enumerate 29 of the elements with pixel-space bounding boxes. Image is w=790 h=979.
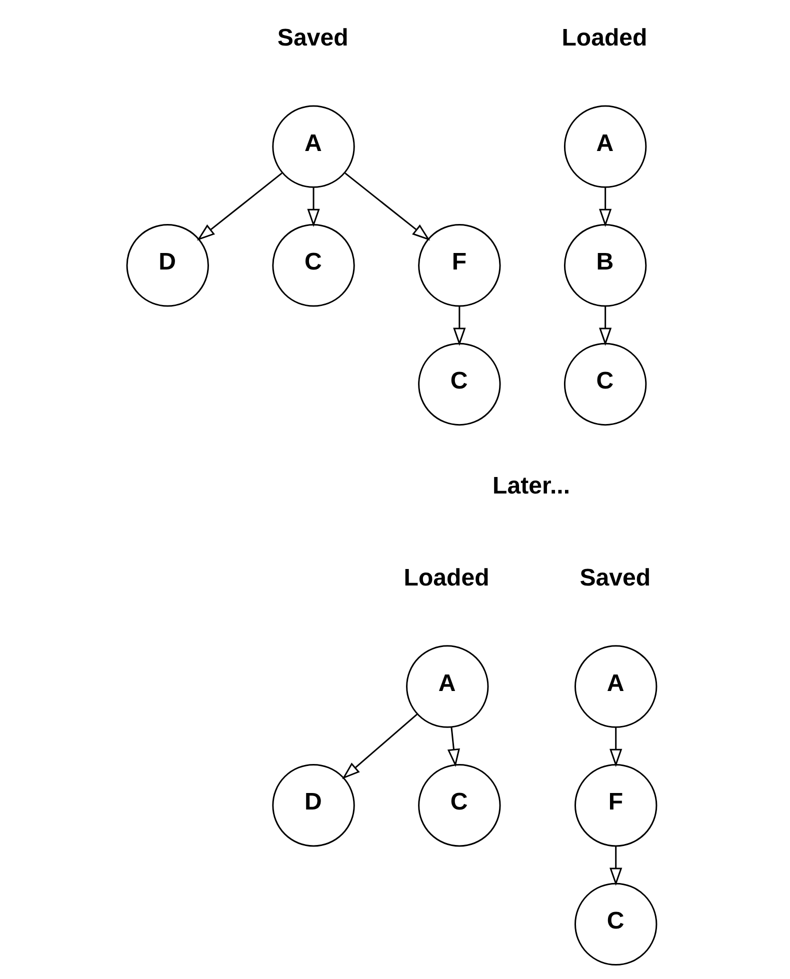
node-circle: C [563, 342, 646, 426]
node-circle: F [574, 764, 657, 847]
node-circle: C [418, 764, 500, 847]
arrow [609, 727, 622, 767]
arrow [344, 172, 430, 241]
arrow [446, 727, 460, 767]
label: Later... [492, 472, 570, 500]
arrow [196, 172, 282, 241]
node-circle: D [126, 224, 208, 307]
label: Loaded [403, 564, 489, 592]
node-circle: C [418, 342, 500, 426]
node-circle: D [272, 764, 354, 847]
label: Saved [579, 564, 650, 592]
arrow [598, 306, 612, 346]
node-circle: F [418, 224, 500, 307]
node-circle: C [272, 224, 354, 307]
node-circle: A [563, 105, 646, 188]
node-circle: A [272, 105, 354, 188]
arrow [452, 306, 466, 346]
arrow [342, 714, 417, 780]
arrow [609, 846, 622, 886]
node-circle: B [563, 224, 646, 307]
node-circle: A [574, 645, 657, 728]
node-circle: C [574, 882, 657, 966]
arrow [306, 187, 320, 227]
node-circle: A [406, 645, 488, 728]
label: Loaded [561, 24, 647, 52]
arrow [598, 187, 612, 227]
label: Saved [276, 24, 348, 52]
